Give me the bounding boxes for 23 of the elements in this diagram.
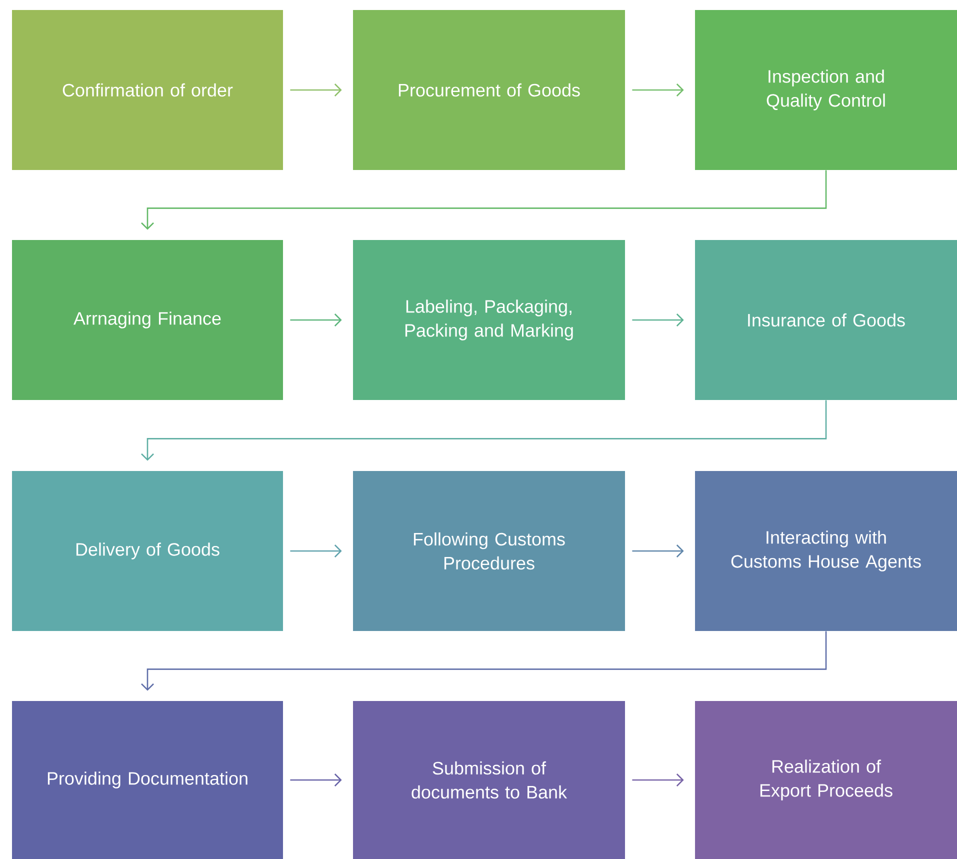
process-box: Inspection and Quality Control <box>695 10 957 170</box>
arrow <box>632 774 684 786</box>
process-box: Following Customs Procedures <box>353 471 625 631</box>
process-box: Insurance of Goods <box>695 240 957 400</box>
process-box: Procurement of Goods <box>353 10 625 170</box>
arrow <box>290 774 342 786</box>
process-box: Delivery of Goods <box>12 471 283 631</box>
arrow <box>290 544 342 558</box>
process-box: Confirmation of order <box>12 10 283 170</box>
arrow <box>141 400 827 461</box>
arrow <box>632 544 684 558</box>
process-box: Arrnaging Finance <box>12 240 283 400</box>
arrow <box>290 314 342 326</box>
process-box: Realization of Export Proceeds <box>695 701 957 859</box>
arrow <box>632 314 684 326</box>
arrow <box>141 631 827 691</box>
arrow <box>141 170 827 230</box>
process-box: Interacting with Customs House Agents <box>695 471 957 631</box>
process-box: Providing Documentation <box>12 701 283 859</box>
process-box: Labeling, Packaging, Packing and Marking <box>353 240 625 400</box>
arrow <box>632 84 684 96</box>
arrow <box>290 84 342 96</box>
process-box: Submission of documents to Bank <box>353 701 625 859</box>
